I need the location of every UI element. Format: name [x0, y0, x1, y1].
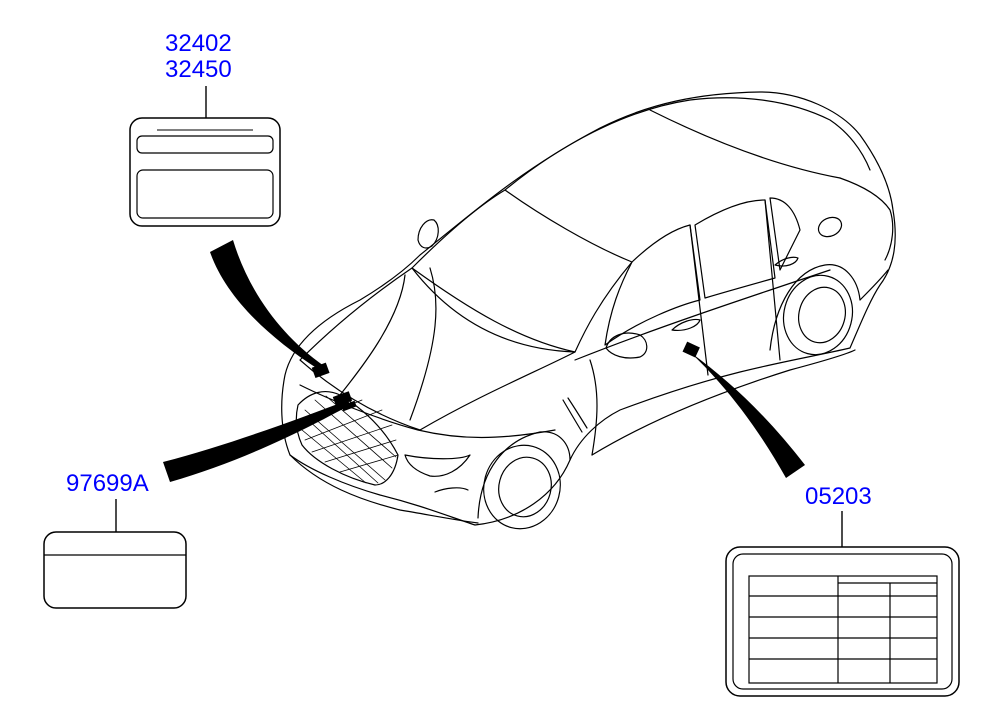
hood-front-edge	[299, 384, 556, 439]
pointer-wedge-hood	[210, 240, 324, 369]
part-number-05203[interactable]: 05203	[805, 483, 872, 510]
left-mirror	[417, 219, 439, 249]
right-mirror	[605, 332, 648, 359]
hood-crease-right	[409, 267, 437, 421]
part-number-32402[interactable]: 32402	[165, 30, 232, 57]
rear-door-handle	[774, 256, 799, 267]
plate-outline	[43, 531, 187, 609]
front-door-handle	[671, 318, 701, 331]
hood-surface	[299, 267, 576, 431]
front-wheel	[483, 444, 561, 530]
leader-lines	[115, 86, 843, 547]
rear-wheel-hub	[798, 286, 846, 344]
plate-band-main	[136, 169, 274, 219]
label-markers	[311, 341, 700, 412]
hood-crease-left	[339, 274, 406, 396]
pointer-wedge-door	[690, 352, 805, 478]
pressure-table	[748, 575, 938, 684]
part-number-97699A[interactable]: 97699A	[66, 470, 149, 497]
car-body-outline	[281, 91, 896, 526]
pointer-wedge-grille	[163, 400, 350, 482]
rear-door-window	[694, 199, 776, 299]
rear-wheel	[782, 274, 854, 356]
front-bumper	[289, 454, 479, 524]
windshield	[411, 189, 633, 353]
rear-wheel-arch	[769, 264, 861, 351]
front-headlight	[404, 454, 471, 477]
grille-mesh	[301, 395, 399, 484]
part-number-32450[interactable]: 32450	[165, 56, 232, 83]
label-plate-97699A[interactable]	[43, 531, 187, 609]
pointer-wedges	[163, 240, 805, 482]
plate-band-top	[136, 135, 274, 154]
c-pillar	[764, 199, 781, 361]
rear-bumper	[859, 269, 889, 301]
car-roof-rear-edge	[649, 109, 841, 179]
grille-outline	[295, 391, 399, 486]
car-roof	[504, 97, 871, 191]
plate-outline	[129, 117, 281, 227]
plate-outline	[725, 546, 960, 697]
door-bottom-line	[591, 349, 856, 456]
marker-door	[682, 341, 700, 358]
front-door-outline	[589, 359, 598, 456]
fender-vent	[562, 397, 588, 433]
fuel-door	[817, 216, 843, 238]
plate-inner-outline	[732, 553, 953, 690]
fog-light	[434, 487, 469, 493]
label-plate-32402[interactable]	[129, 117, 281, 227]
front-door-window	[604, 224, 701, 346]
quarter-window	[769, 197, 801, 271]
car-line-art	[281, 91, 896, 530]
front-wheel-hub	[498, 456, 552, 518]
b-pillar	[689, 224, 709, 376]
rear-deck	[839, 177, 894, 261]
label-plate-05203[interactable]	[725, 546, 960, 697]
